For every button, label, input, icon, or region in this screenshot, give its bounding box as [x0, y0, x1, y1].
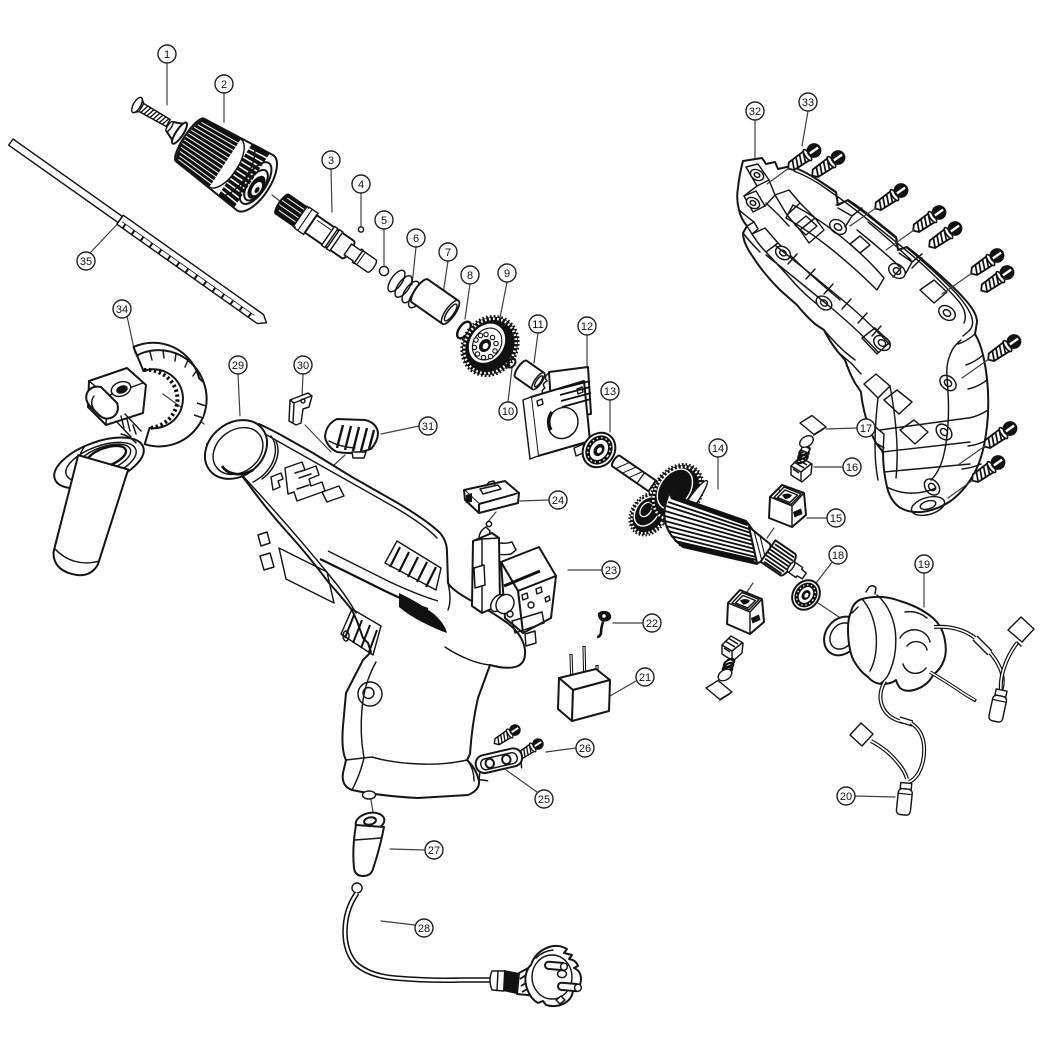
svg-text:3: 3	[328, 155, 334, 167]
svg-text:15: 15	[830, 513, 842, 525]
svg-text:27: 27	[428, 845, 440, 857]
svg-text:10: 10	[502, 406, 514, 418]
svg-text:6: 6	[413, 233, 419, 245]
svg-text:31: 31	[422, 421, 434, 433]
svg-text:17: 17	[860, 423, 872, 435]
svg-text:14: 14	[712, 443, 724, 455]
svg-text:25: 25	[538, 794, 550, 806]
svg-text:9: 9	[504, 268, 510, 280]
svg-text:13: 13	[604, 386, 616, 398]
svg-text:23: 23	[605, 565, 617, 577]
svg-text:29: 29	[232, 360, 244, 372]
svg-text:24: 24	[552, 495, 564, 507]
svg-text:26: 26	[579, 743, 591, 755]
svg-text:19: 19	[918, 559, 930, 571]
svg-text:2: 2	[221, 79, 227, 91]
svg-text:20: 20	[840, 791, 852, 803]
svg-text:30: 30	[297, 360, 309, 372]
svg-text:12: 12	[581, 321, 593, 333]
svg-text:11: 11	[532, 319, 543, 331]
svg-text:1: 1	[164, 49, 170, 61]
svg-text:16: 16	[846, 462, 858, 474]
svg-text:34: 34	[116, 304, 128, 316]
svg-text:22: 22	[646, 618, 658, 630]
svg-text:5: 5	[381, 215, 387, 227]
svg-text:32: 32	[749, 106, 761, 118]
svg-text:7: 7	[445, 247, 451, 259]
svg-text:35: 35	[80, 256, 92, 268]
svg-text:28: 28	[418, 923, 430, 935]
svg-text:18: 18	[832, 550, 844, 562]
svg-text:4: 4	[358, 179, 364, 191]
svg-text:21: 21	[639, 672, 651, 684]
svg-text:33: 33	[802, 97, 814, 109]
svg-text:8: 8	[467, 270, 473, 282]
